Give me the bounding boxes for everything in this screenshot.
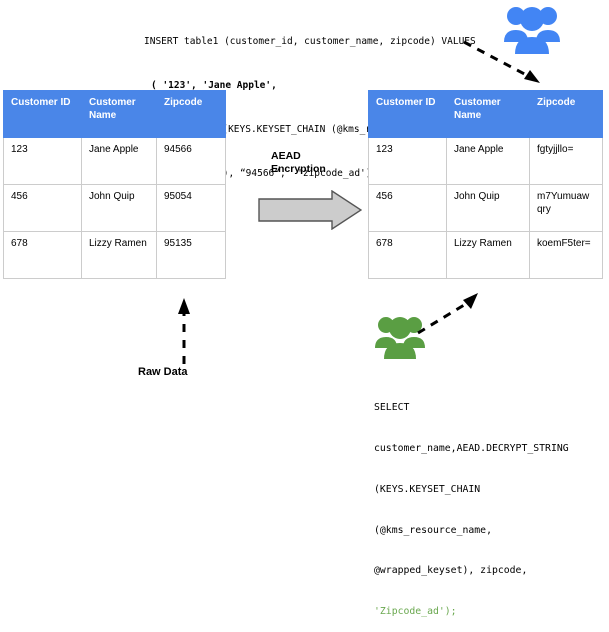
cell-customer-name: Jane Apple — [81, 137, 157, 185]
select-sql-line-3: (KEYS.KEYSET_CHAIN — [374, 483, 481, 495]
select-statement-code: SELECT customer_name,AEAD.DECRYPT_STRING… — [374, 374, 569, 632]
cell-customer-id: 123 — [3, 137, 82, 185]
table-header-row: Customer ID Customer Name Zipcode — [3, 90, 226, 138]
column-header-customer-id: Customer ID — [368, 90, 447, 138]
encrypted-data-table: Customer ID Customer Name Zipcode 123 Ja… — [368, 90, 603, 279]
cell-customer-id: 456 — [368, 184, 447, 232]
aead-encryption-label: AEAD Encryption — [271, 150, 326, 175]
table-row: 123 Jane Apple fgtyjjllo= — [368, 137, 603, 185]
select-sql-line-2: customer_name,AEAD.DECRYPT_STRING — [374, 442, 569, 454]
cell-zipcode-encrypted: m7Yumuaw qry — [529, 184, 603, 232]
column-header-customer-id: Customer ID — [3, 90, 82, 138]
column-header-customer-name: Customer Name — [446, 90, 530, 138]
cell-customer-id: 678 — [3, 231, 82, 279]
select-sql-line-5: @wrapped_keyset), zipcode, — [374, 565, 528, 577]
cell-zipcode-encrypted: fgtyjjllo= — [529, 137, 603, 185]
table-row: 678 Lizzy Ramen koemF5ter= — [368, 231, 603, 279]
select-sql-line-4: (@kms_resource_name, — [374, 524, 492, 536]
table-row: 678 Lizzy Ramen 95135 — [3, 231, 226, 279]
dashed-diagonal-arrow-insert-icon — [463, 40, 540, 83]
cell-customer-id: 456 — [3, 184, 82, 232]
cell-customer-name: John Quip — [81, 184, 157, 232]
cell-customer-name: Jane Apple — [446, 137, 530, 185]
cell-customer-id: 678 — [368, 231, 447, 279]
raw-data-table: Customer ID Customer Name Zipcode 123 Ja… — [3, 90, 226, 279]
dashed-diagonal-arrow-select-icon — [417, 293, 478, 335]
raw-data-label: Raw Data — [138, 366, 188, 378]
select-sql-line-6: 'Zipcode_ad'); — [374, 606, 457, 618]
people-icon-blue — [504, 7, 560, 54]
insert-sql-line-2: ( '123', 'Jane Apple', — [151, 79, 277, 91]
dashed-up-arrow-icon — [178, 298, 190, 364]
right-block-arrow-icon — [258, 190, 362, 230]
select-sql-line-1: SELECT — [374, 402, 410, 414]
cell-zipcode: 95054 — [156, 184, 226, 232]
table-row: 123 Jane Apple 94566 — [3, 137, 226, 185]
cell-zipcode: 94566 — [156, 137, 226, 185]
table-row: 456 John Quip 95054 — [3, 184, 226, 232]
cell-customer-name: John Quip — [446, 184, 530, 232]
cell-customer-name: Lizzy Ramen — [81, 231, 157, 279]
cell-zipcode-encrypted: koemF5ter= — [529, 231, 603, 279]
column-header-customer-name: Customer Name — [81, 90, 157, 138]
people-icon-green — [375, 317, 425, 359]
insert-sql-line-1: INSERT table1 (customer_id, customer_nam… — [144, 36, 476, 48]
cell-customer-name: Lizzy Ramen — [446, 231, 530, 279]
column-header-zipcode: Zipcode — [156, 90, 226, 138]
table-row: 456 John Quip m7Yumuaw qry — [368, 184, 603, 232]
table-header-row: Customer ID Customer Name Zipcode — [368, 90, 603, 138]
cell-zipcode: 95135 — [156, 231, 226, 279]
cell-customer-id: 123 — [368, 137, 447, 185]
column-header-zipcode: Zipcode — [529, 90, 603, 138]
